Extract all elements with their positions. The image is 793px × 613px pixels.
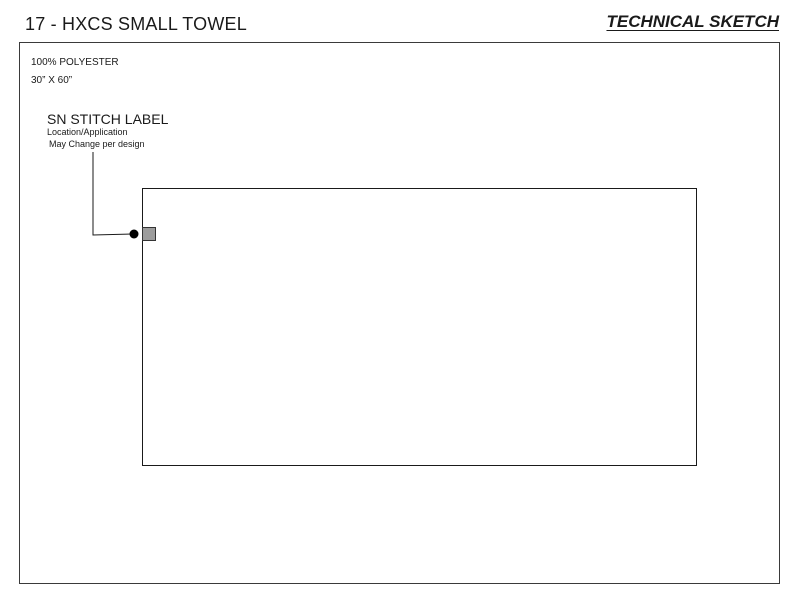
size-spec: 30” X 60”	[31, 75, 73, 86]
technical-sketch-tag: TECHNICAL SKETCH	[606, 12, 779, 31]
document-title: 17 - HXCS SMALL TOWEL	[25, 14, 247, 34]
callout-change-note: May Change per design	[49, 139, 145, 149]
callout-location-note: Location/Application	[47, 127, 128, 137]
towel-outline	[142, 188, 697, 466]
callout-title: SN STITCH LABEL	[47, 111, 169, 127]
material-spec: 100% POLYESTER	[31, 57, 119, 68]
stitch-label-marker	[142, 227, 156, 241]
sketch-frame	[19, 42, 780, 584]
